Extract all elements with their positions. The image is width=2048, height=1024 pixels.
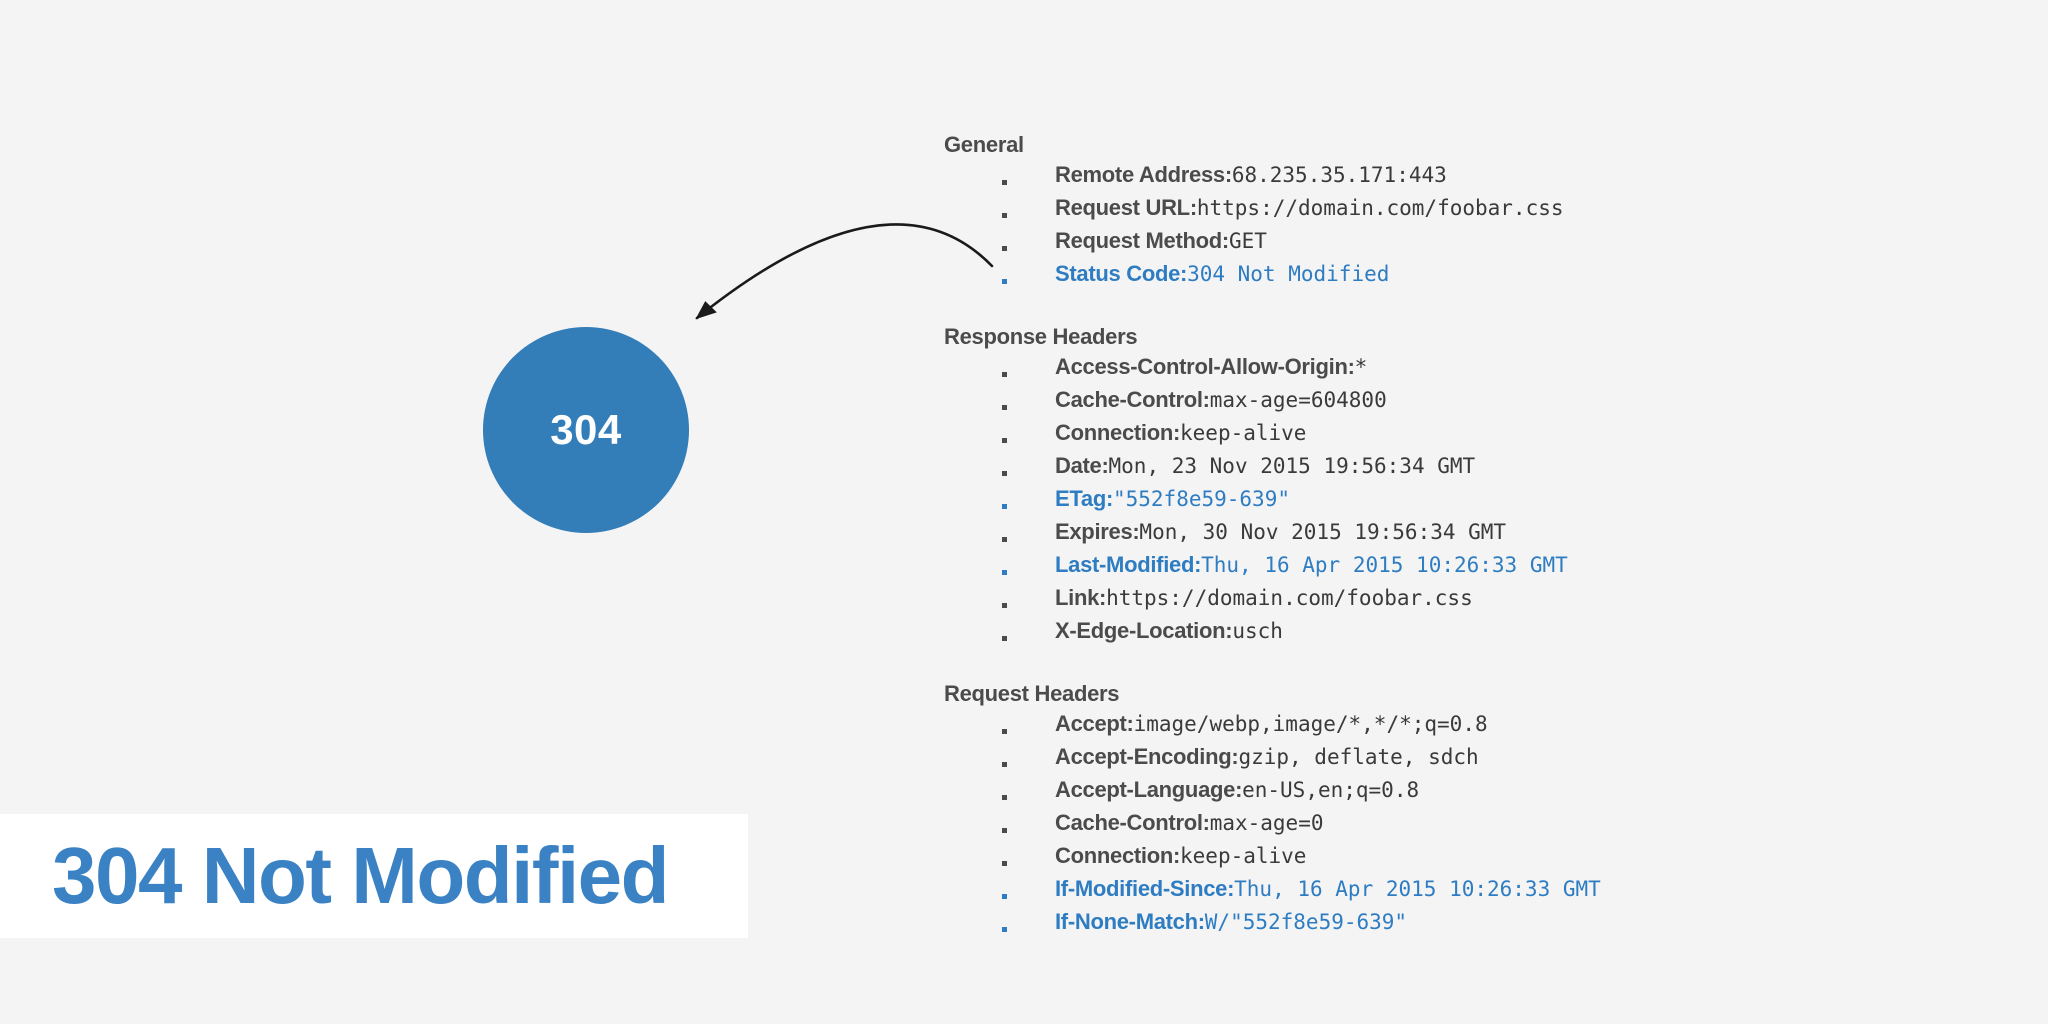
header-label: Accept-Language: xyxy=(1055,777,1243,802)
header-label: ETag: xyxy=(1055,486,1113,511)
header-value: * xyxy=(1354,355,1368,379)
header-line-if-modified-since: If-Modified-Since:Thu, 16 Apr 2015 10:26… xyxy=(944,874,1724,907)
header-value: max-age=604800 xyxy=(1209,388,1387,412)
curved-arrow-icon xyxy=(695,223,994,320)
bullet-dot-icon xyxy=(1002,537,1007,542)
header-line-remote-address: Remote Address:68.235.35.171:443 xyxy=(944,160,1724,193)
bullet-dot-icon xyxy=(1002,180,1007,185)
header-value: keep-alive xyxy=(1180,844,1307,868)
header-list: Access-Control-Allow-Origin:* Cache-Cont… xyxy=(944,352,1724,649)
header-line-connection: Connection:keep-alive xyxy=(944,418,1724,451)
headers-panel: General Remote Address:68.235.35.171:443… xyxy=(944,130,1724,940)
header-value: 68.235.35.171:443 xyxy=(1231,163,1447,187)
header-label: Request URL: xyxy=(1055,195,1197,220)
bullet-dot-icon xyxy=(1002,636,1007,641)
page-title: 304 Not Modified xyxy=(52,831,670,920)
header-line-date: Date:Mon, 23 Nov 2015 19:56:34 GMT xyxy=(944,451,1724,484)
header-line-accept: Accept:image/webp,image/*,*/*;q=0.8 xyxy=(944,709,1724,742)
header-value: max-age=0 xyxy=(1209,811,1324,835)
header-line-cache-control-request: Cache-Control:max-age=0 xyxy=(944,808,1724,841)
header-label: Last-Modified: xyxy=(1055,552,1202,577)
header-value: W/"552f8e59-639" xyxy=(1204,910,1408,934)
header-value: Thu, 16 Apr 2015 10:26:33 GMT xyxy=(1234,877,1601,901)
header-line-request-method: Request Method:GET xyxy=(944,226,1724,259)
header-label: Link: xyxy=(1055,585,1107,610)
header-label: If-None-Match: xyxy=(1055,909,1205,934)
header-value: https://domain.com/foobar.css xyxy=(1106,586,1473,610)
status-code-number: 304 xyxy=(550,406,622,453)
header-value: Mon, 30 Nov 2015 19:56:34 GMT xyxy=(1139,520,1507,544)
header-line-request-url: Request URL:https://domain.com/foobar.cs… xyxy=(944,193,1724,226)
section-title: General xyxy=(944,132,1024,157)
section-title: Request Headers xyxy=(944,681,1120,706)
bullet-dot-icon xyxy=(1002,861,1007,866)
header-value: keep-alive xyxy=(1180,421,1307,445)
section-request-headers: Request Headers Accept:image/webp,image/… xyxy=(944,679,1724,940)
header-label: Connection: xyxy=(1055,420,1181,445)
header-value: image/webp,image/*,*/*;q=0.8 xyxy=(1133,712,1488,736)
header-label: Expires: xyxy=(1055,519,1140,544)
header-label: Accept: xyxy=(1055,711,1134,736)
header-label: Connection: xyxy=(1055,843,1181,868)
header-value: 304 Not Modified xyxy=(1187,262,1390,286)
header-line-accept-encoding: Accept-Encoding:gzip, deflate, sdch xyxy=(944,742,1724,775)
header-list: Remote Address:68.235.35.171:443 Request… xyxy=(944,160,1724,292)
header-label: Cache-Control: xyxy=(1055,810,1210,835)
header-value: usch xyxy=(1232,619,1283,643)
header-line-cache-control: Cache-Control:max-age=604800 xyxy=(944,385,1724,418)
section-general: General Remote Address:68.235.35.171:443… xyxy=(944,130,1724,292)
header-label: If-Modified-Since: xyxy=(1055,876,1235,901)
bullet-dot-icon xyxy=(1002,894,1007,899)
header-line-expires: Expires:Mon, 30 Nov 2015 19:56:34 GMT xyxy=(944,517,1724,550)
header-label: Cache-Control: xyxy=(1055,387,1210,412)
bullet-dot-icon xyxy=(1002,372,1007,377)
bullet-dot-icon xyxy=(1002,213,1007,218)
header-list: Accept:image/webp,image/*,*/*;q=0.8 Acce… xyxy=(944,709,1724,940)
header-value: en-US,en;q=0.8 xyxy=(1242,778,1420,802)
bullet-dot-icon xyxy=(1002,762,1007,767)
header-value: gzip, deflate, sdch xyxy=(1238,745,1479,769)
header-label: Remote Address: xyxy=(1055,162,1232,187)
bullet-dot-icon xyxy=(1002,603,1007,608)
header-line-access-control-allow-origin: Access-Control-Allow-Origin:* xyxy=(944,352,1724,385)
header-value: "552f8e59-639" xyxy=(1112,487,1290,511)
header-value: Thu, 16 Apr 2015 10:26:33 GMT xyxy=(1201,553,1568,577)
header-label: X-Edge-Location: xyxy=(1055,618,1233,643)
bullet-dot-icon xyxy=(1002,471,1007,476)
header-line-etag: ETag:"552f8e59-639" xyxy=(944,484,1724,517)
bullet-dot-icon xyxy=(1002,795,1007,800)
bullet-dot-icon xyxy=(1002,504,1007,509)
bullet-dot-icon xyxy=(1002,246,1007,251)
header-label: Date: xyxy=(1055,453,1109,478)
header-line-accept-language: Accept-Language:en-US,en;q=0.8 xyxy=(944,775,1724,808)
section-response-headers: Response Headers Access-Control-Allow-Or… xyxy=(944,322,1724,649)
header-value: GET xyxy=(1228,229,1267,253)
header-label: Access-Control-Allow-Origin: xyxy=(1055,354,1355,379)
bullet-dot-icon xyxy=(1002,279,1007,284)
header-label: Status Code: xyxy=(1055,261,1188,286)
status-code-badge: 304 xyxy=(483,327,689,533)
bullet-dot-icon xyxy=(1002,729,1007,734)
bullet-dot-icon xyxy=(1002,405,1007,410)
header-line-x-edge-location: X-Edge-Location:usch xyxy=(944,616,1724,649)
bullet-dot-icon xyxy=(1002,927,1007,932)
bullet-dot-icon xyxy=(1002,828,1007,833)
header-line-connection-request: Connection:keep-alive xyxy=(944,841,1724,874)
header-value: Mon, 23 Nov 2015 19:56:34 GMT xyxy=(1108,454,1476,478)
bullet-dot-icon xyxy=(1002,438,1007,443)
header-line-status-code: Status Code:304 Not Modified xyxy=(944,259,1724,292)
header-value: https://domain.com/foobar.css xyxy=(1196,196,1564,220)
header-line-if-none-match: If-None-Match:W/"552f8e59-639" xyxy=(944,907,1724,940)
header-line-last-modified: Last-Modified:Thu, 16 Apr 2015 10:26:33 … xyxy=(944,550,1724,583)
header-line-link: Link:https://domain.com/foobar.css xyxy=(944,583,1724,616)
header-label: Accept-Encoding: xyxy=(1055,744,1239,769)
bullet-dot-icon xyxy=(1002,570,1007,575)
header-label: Request Method: xyxy=(1055,228,1229,253)
section-title: Response Headers xyxy=(944,324,1138,349)
title-banner: 304 Not Modified xyxy=(0,814,748,938)
